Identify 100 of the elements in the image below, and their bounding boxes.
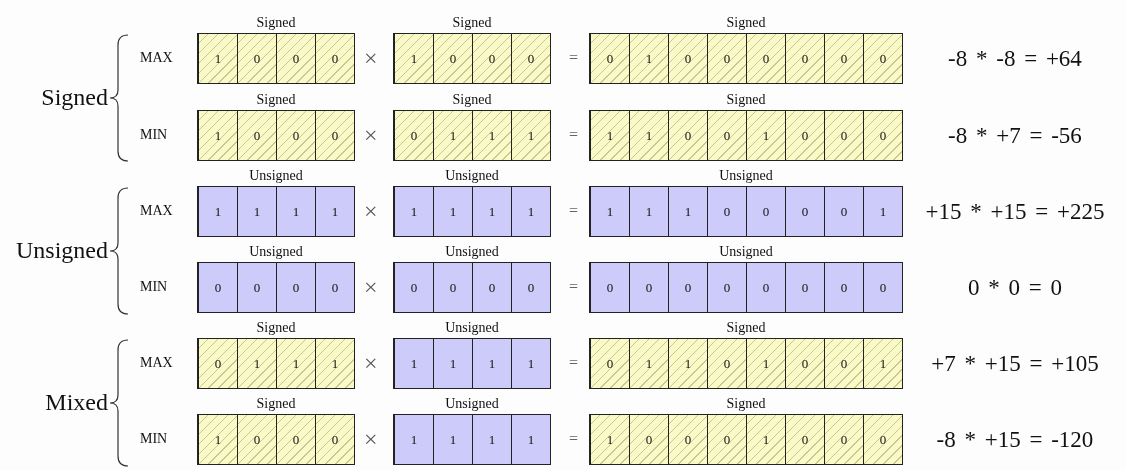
equation: -8 * +15 = -120	[935, 428, 1095, 451]
bit-cell: 0	[433, 263, 472, 312]
equals-sign: =	[569, 50, 579, 66]
equation: 0 * 0 = 0	[967, 276, 1063, 299]
bit-cell: 0	[863, 111, 902, 160]
bit-cell: 1	[511, 111, 550, 160]
bit-cell: 0	[472, 34, 511, 83]
bit-cell: 0	[590, 263, 629, 312]
bit-cell: 1	[433, 187, 472, 236]
bit-cell: 0	[707, 415, 746, 464]
bit-cell: 1	[394, 339, 433, 388]
bit-cell: 0	[707, 34, 746, 83]
register-heading: Unsigned	[444, 243, 500, 261]
bit-cell: 1	[394, 187, 433, 236]
bit-cell: 1	[433, 111, 472, 160]
bit-cell: 0	[824, 34, 863, 83]
bit-cell: 1	[315, 187, 354, 236]
bit-cell: 0	[276, 111, 315, 160]
equals-sign: =	[569, 279, 579, 295]
bit-cell: 0	[315, 415, 354, 464]
register-heading: Signed	[725, 319, 767, 337]
bit-cell: 1	[315, 339, 354, 388]
register-heading: Signed	[451, 91, 493, 109]
bit-cell: 1	[668, 187, 707, 236]
bit-cell: 1	[863, 339, 902, 388]
bit-cell: 0	[394, 111, 433, 160]
bit-cell: 0	[785, 339, 824, 388]
group-label: Mixed	[45, 390, 108, 414]
bit-cell: 1	[472, 339, 511, 388]
bit-cell: 1	[433, 339, 472, 388]
row-label: MIN	[140, 128, 168, 142]
register-heading: Signed	[725, 395, 767, 413]
bit-cell: 0	[315, 111, 354, 160]
bit-cell: 0	[433, 34, 472, 83]
bit-cell: 1	[590, 111, 629, 160]
bit-cell: 1	[276, 339, 315, 388]
bit-cell: 0	[668, 415, 707, 464]
row-label: MAX	[140, 204, 173, 218]
bit-cell: 0	[276, 263, 315, 312]
bit-cell: 0	[198, 339, 237, 388]
bit-cell: 0	[824, 187, 863, 236]
bit-cell: 0	[746, 263, 785, 312]
register-heading: Signed	[451, 14, 493, 32]
multiply-sign: ×	[364, 46, 378, 70]
bit-cell: 0	[394, 263, 433, 312]
bit-cell: 0	[824, 415, 863, 464]
bit-cell: 1	[394, 415, 433, 464]
bit-cell: 1	[511, 339, 550, 388]
bit-cell: 0	[237, 263, 276, 312]
register-heading: Signed	[255, 91, 297, 109]
bit-cell: 1	[433, 415, 472, 464]
equals-sign: =	[569, 355, 579, 371]
register-heading: Signed	[255, 395, 297, 413]
multiply-sign: ×	[364, 199, 378, 223]
bit-cell: 1	[668, 339, 707, 388]
bit-cell: 0	[785, 34, 824, 83]
bit-cell: 0	[785, 111, 824, 160]
register-heading: Unsigned	[718, 167, 774, 185]
bit-cell: 1	[198, 111, 237, 160]
bit-cell: 0	[863, 415, 902, 464]
bit-cell: 1	[511, 187, 550, 236]
bit-cell: 0	[237, 415, 276, 464]
bit-cell: 0	[237, 34, 276, 83]
bit-cell: 1	[511, 415, 550, 464]
register-heading: Unsigned	[444, 319, 500, 337]
bit-cell: 0	[629, 415, 668, 464]
bit-cell: 1	[237, 187, 276, 236]
bit-cell: 0	[511, 34, 550, 83]
register-heading: Unsigned	[248, 167, 304, 185]
multiply-sign: ×	[364, 123, 378, 147]
bit-cell: 1	[198, 187, 237, 236]
bit-cell: 0	[472, 263, 511, 312]
bit-cell: 1	[629, 339, 668, 388]
bit-cell: 0	[315, 263, 354, 312]
bit-cell: 1	[198, 34, 237, 83]
bit-cell: 0	[707, 111, 746, 160]
register-heading: Unsigned	[444, 395, 500, 413]
bit-cell: 1	[863, 187, 902, 236]
bit-cell: 0	[590, 339, 629, 388]
bit-cell: 1	[590, 415, 629, 464]
register-heading: Signed	[255, 14, 297, 32]
bit-cell: 1	[746, 111, 785, 160]
row-label: MAX	[140, 51, 173, 65]
bit-cell: 0	[863, 263, 902, 312]
bit-cell: 1	[276, 187, 315, 236]
bit-cell: 1	[590, 187, 629, 236]
bit-cell: 1	[394, 34, 433, 83]
bit-cell: 0	[276, 34, 315, 83]
bit-cell: 0	[707, 339, 746, 388]
bit-cell: 1	[472, 187, 511, 236]
equation: +7 * +15 = +105	[930, 352, 1100, 375]
register-heading: Unsigned	[248, 243, 304, 261]
multiply-sign: ×	[364, 351, 378, 375]
equals-sign: =	[569, 203, 579, 219]
bit-cell: 0	[629, 263, 668, 312]
bit-cell: 0	[707, 187, 746, 236]
bit-cell: 0	[785, 187, 824, 236]
bit-cell: 0	[746, 187, 785, 236]
register-heading: Unsigned	[718, 243, 774, 261]
bit-cell: 0	[668, 111, 707, 160]
